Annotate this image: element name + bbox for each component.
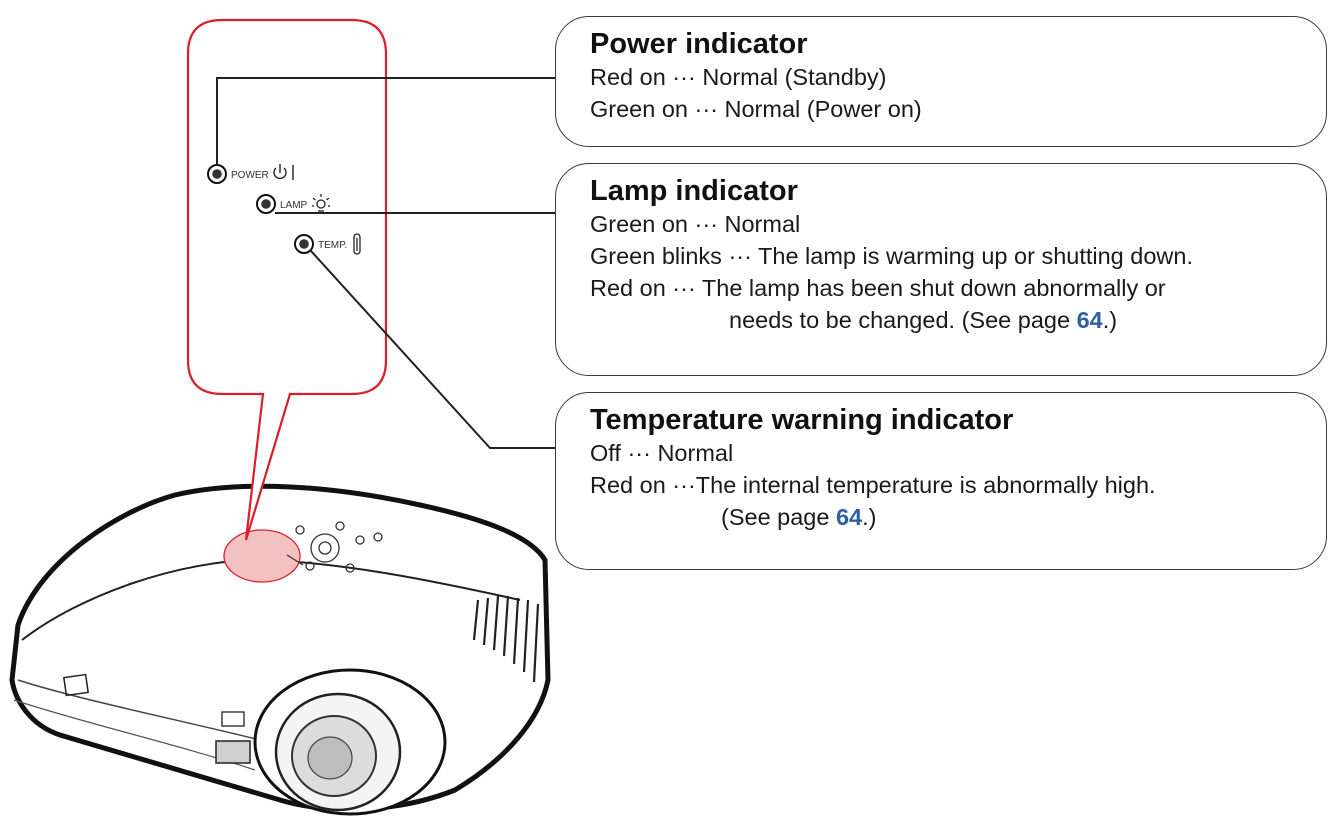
temp-label: TEMP. xyxy=(318,240,347,251)
lamp-green-blinks-line: Green blinks ··· The lamp is warming up … xyxy=(590,243,1193,269)
lamp-indicator-title: Lamp indicator xyxy=(590,175,798,207)
lens-center xyxy=(307,736,353,780)
power-red-line: Red on ··· Normal (Standby) xyxy=(590,64,887,90)
foot-release-icon xyxy=(221,711,245,727)
lamp-red-on-line: Red on ··· The lamp has been shut down a… xyxy=(590,275,1166,301)
lamp-led xyxy=(256,194,276,214)
indicator-area-highlight xyxy=(223,529,301,583)
temp-see-page-prefix: (See page xyxy=(721,504,836,530)
power-green-line: Green on ··· Normal (Power on) xyxy=(590,96,922,122)
power-indicator-callout: Power indicator Red on ··· Normal (Stand… xyxy=(555,16,1327,147)
lamp-page-link[interactable]: 64 xyxy=(1076,307,1103,333)
foot-release-button xyxy=(215,740,251,764)
projector-front-bevel xyxy=(17,679,261,741)
power-label: POWER xyxy=(231,170,269,181)
lamp-see-page-suffix: .) xyxy=(1102,307,1118,333)
thermometer-icon xyxy=(353,233,361,255)
lamp-indicator-callout: Lamp indicator Green on ··· Normal Green… xyxy=(555,163,1327,376)
power-indicator-title: Power indicator xyxy=(590,28,808,60)
temp-leader-line xyxy=(310,250,557,449)
temp-led xyxy=(294,234,314,254)
remote-sensor-window xyxy=(63,673,89,697)
lamp-label: LAMP xyxy=(280,200,308,211)
temp-red-on-line: Red on ···The internal temperature is ab… xyxy=(590,472,1156,498)
temp-off-line: Off ··· Normal xyxy=(590,440,734,466)
temp-red-on-continuation: (See page 64.) xyxy=(590,501,1326,533)
power-symbol-icon xyxy=(273,164,294,180)
power-led xyxy=(207,164,227,184)
power-leader-line xyxy=(216,77,557,165)
lamp-symbol-icon xyxy=(312,194,330,212)
temp-see-page-suffix: .) xyxy=(862,504,877,530)
temperature-indicator-title: Temperature warning indicator xyxy=(590,404,1014,436)
zoom-callout-frame xyxy=(186,18,388,541)
lamp-red-on-continuation: needs to be changed. (See page 64.) xyxy=(590,304,1326,336)
lamp-see-page-prefix: needs to be changed. (See page xyxy=(729,307,1077,333)
projector-illustration xyxy=(9,483,551,816)
lamp-green-on-line: Green on ··· Normal xyxy=(590,211,801,237)
vent-grille xyxy=(472,595,540,683)
temperature-indicator-callout: Temperature warning indicator Off ··· No… xyxy=(555,392,1327,570)
top-control-buttons xyxy=(286,521,383,573)
temp-page-link[interactable]: 64 xyxy=(835,504,863,530)
